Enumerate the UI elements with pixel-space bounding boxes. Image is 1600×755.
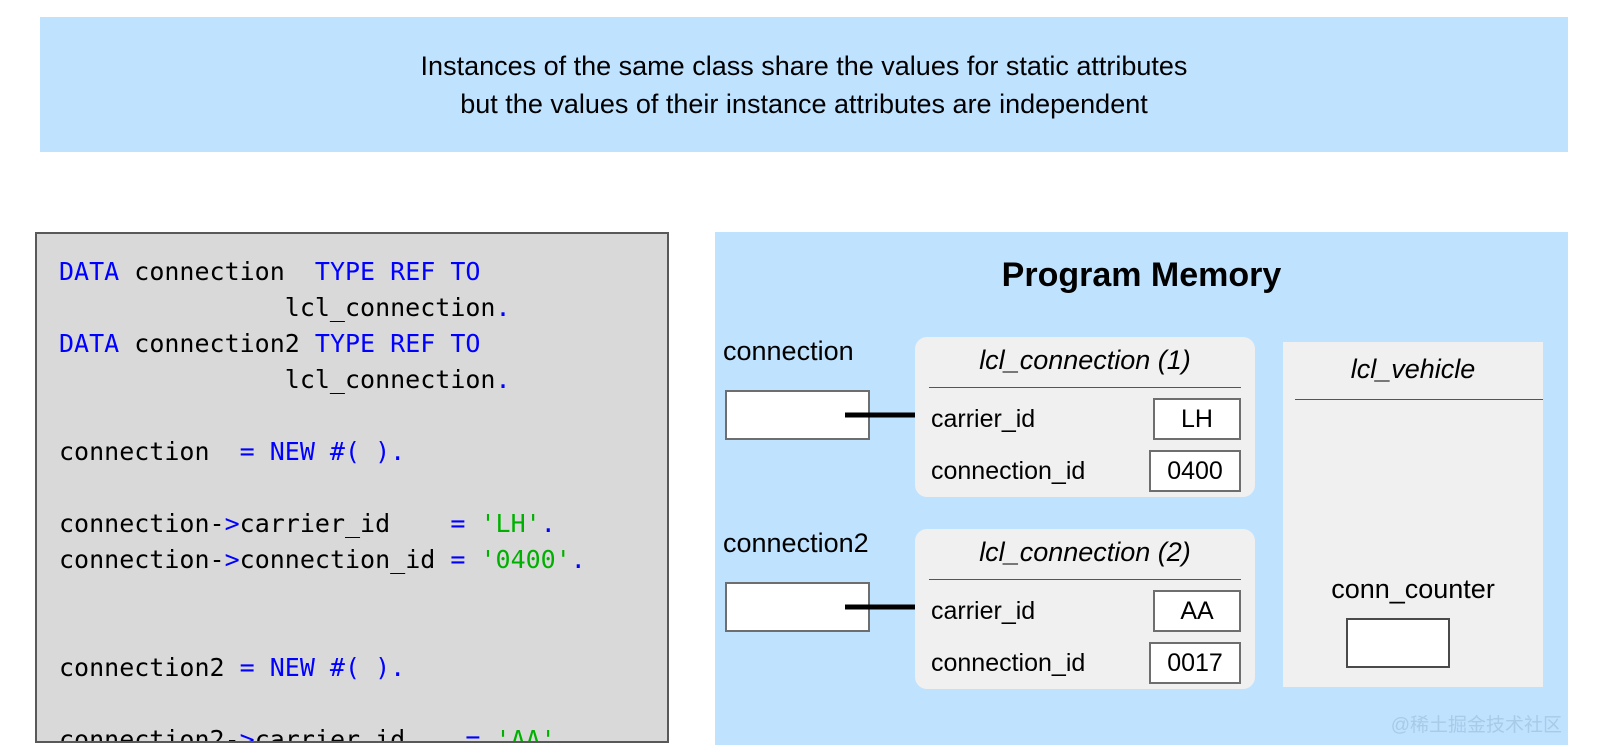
instance-card-title-2: lcl_connection (2) <box>979 537 1191 567</box>
code-line: lcl_connection. <box>59 290 601 326</box>
code-line: DATA connection2 TYPE REF TO <box>59 326 601 362</box>
code-token: connection2- <box>59 725 240 743</box>
code-panel: DATA connection TYPE REF TO lcl_connecti… <box>35 232 669 743</box>
static-attribute-name-conn-counter: conn_counter <box>1331 574 1495 604</box>
code-line: connection2 = NEW #( ). <box>59 650 601 686</box>
instance-card-divider-1 <box>929 387 1241 388</box>
code-line: lcl_connection. <box>59 362 601 398</box>
attribute-value-carrier-id-1[interactable]: LH <box>1153 398 1241 440</box>
code-token: connection2 <box>119 329 315 358</box>
code-line: connection->connection_id = '0400'. <box>59 542 601 578</box>
attribute-row-connection-id-1: connection_id 0400 <box>931 445 1241 497</box>
code-token: . <box>495 365 511 394</box>
static-class-title: lcl_vehicle <box>1350 354 1476 384</box>
static-class-divider <box>1295 399 1543 400</box>
attribute-value-carrier-id-2[interactable]: AA <box>1153 590 1241 632</box>
attribute-name-carrier-id-1: carrier_id <box>931 404 1036 433</box>
code-token: connection- <box>59 545 225 574</box>
code-line: connection->carrier_id = 'LH'. <box>59 506 601 542</box>
code-token: connection <box>119 257 315 286</box>
code-token: connection <box>59 437 240 466</box>
code-token: carrier_id <box>239 509 451 538</box>
static-class-card-lcl-vehicle: lcl_vehicle conn_counter <box>1283 342 1543 687</box>
instance-card-divider-2 <box>929 579 1241 580</box>
header-banner: Instances of the same class share the va… <box>40 17 1568 152</box>
code-token: DATA <box>59 329 120 358</box>
code-token: carrier_id <box>254 725 466 743</box>
code-token: > <box>224 509 240 538</box>
code-token: = <box>450 509 481 538</box>
code-token: lcl_connection <box>59 293 496 322</box>
attribute-name-connection-id-1: connection_id <box>931 456 1086 485</box>
attribute-name-carrier-id-2: carrier_id <box>931 596 1036 625</box>
code-token: . <box>555 725 571 743</box>
code-token: DATA <box>59 257 120 286</box>
attribute-row-connection-id-2: connection_id 0017 <box>931 637 1241 689</box>
code-line <box>59 686 601 722</box>
reference-box-connection[interactable] <box>725 390 870 440</box>
code-token: . <box>570 545 586 574</box>
code-token: '0400' <box>480 545 571 574</box>
attribute-value-connection-id-1[interactable]: 0400 <box>1149 450 1241 492</box>
program-memory-title: Program Memory <box>1001 256 1282 294</box>
attribute-row-carrier-id-1: carrier_id LH <box>931 393 1241 445</box>
code-line: DATA connection TYPE REF TO <box>59 254 601 290</box>
reference-box-connection2[interactable] <box>725 582 870 632</box>
instance-card-lcl-connection-2: lcl_connection (2) carrier_id AA connect… <box>915 529 1255 689</box>
instance-card-lcl-connection-1: lcl_connection (1) carrier_id LH connect… <box>915 337 1255 497</box>
code-token: . <box>390 437 406 466</box>
code-line <box>59 578 601 614</box>
attribute-row-carrier-id-2: carrier_id AA <box>931 585 1241 637</box>
header-line-1: Instances of the same class share the va… <box>420 50 1188 81</box>
static-attribute-value-conn-counter[interactable] <box>1346 618 1450 668</box>
code-token: = NEW #( ) <box>239 653 391 682</box>
code-token: connection- <box>59 509 225 538</box>
code-token: = <box>465 725 496 743</box>
instance-card-title-1: lcl_connection (1) <box>979 345 1191 375</box>
code-token: 'AA' <box>495 725 556 743</box>
code-token: connection_id <box>239 545 451 574</box>
code-token: TYPE REF TO <box>314 257 481 286</box>
code-token: connection2 <box>59 653 240 682</box>
code-line <box>59 614 601 650</box>
header-line-2: but the values of their instance attribu… <box>460 88 1148 119</box>
program-memory-panel: Program Memory connection lcl_connection… <box>715 232 1568 745</box>
attribute-value-connection-id-2[interactable]: 0017 <box>1149 642 1241 684</box>
code-token: > <box>224 545 240 574</box>
code-line: connection2->carrier_id = 'AA'. <box>59 722 601 743</box>
code-token: . <box>390 653 406 682</box>
code-line <box>59 398 601 434</box>
variable-label-connection: connection <box>723 336 854 366</box>
code-token: > <box>239 725 255 743</box>
attribute-name-connection-id-2: connection_id <box>931 648 1086 677</box>
code-token: . <box>540 509 556 538</box>
code-token: lcl_connection <box>59 365 496 394</box>
code-token: . <box>495 293 511 322</box>
watermark: @稀土掘金技术社区 <box>1390 715 1562 736</box>
code-line: connection = NEW #( ). <box>59 434 601 470</box>
code-token: = NEW #( ) <box>239 437 391 466</box>
variable-label-connection2: connection2 <box>723 528 869 558</box>
code-line <box>59 470 601 506</box>
code-token: TYPE REF TO <box>314 329 481 358</box>
code-token: 'LH' <box>480 509 541 538</box>
code-token: = <box>450 545 481 574</box>
code-listing: DATA connection TYPE REF TO lcl_connecti… <box>59 254 601 743</box>
